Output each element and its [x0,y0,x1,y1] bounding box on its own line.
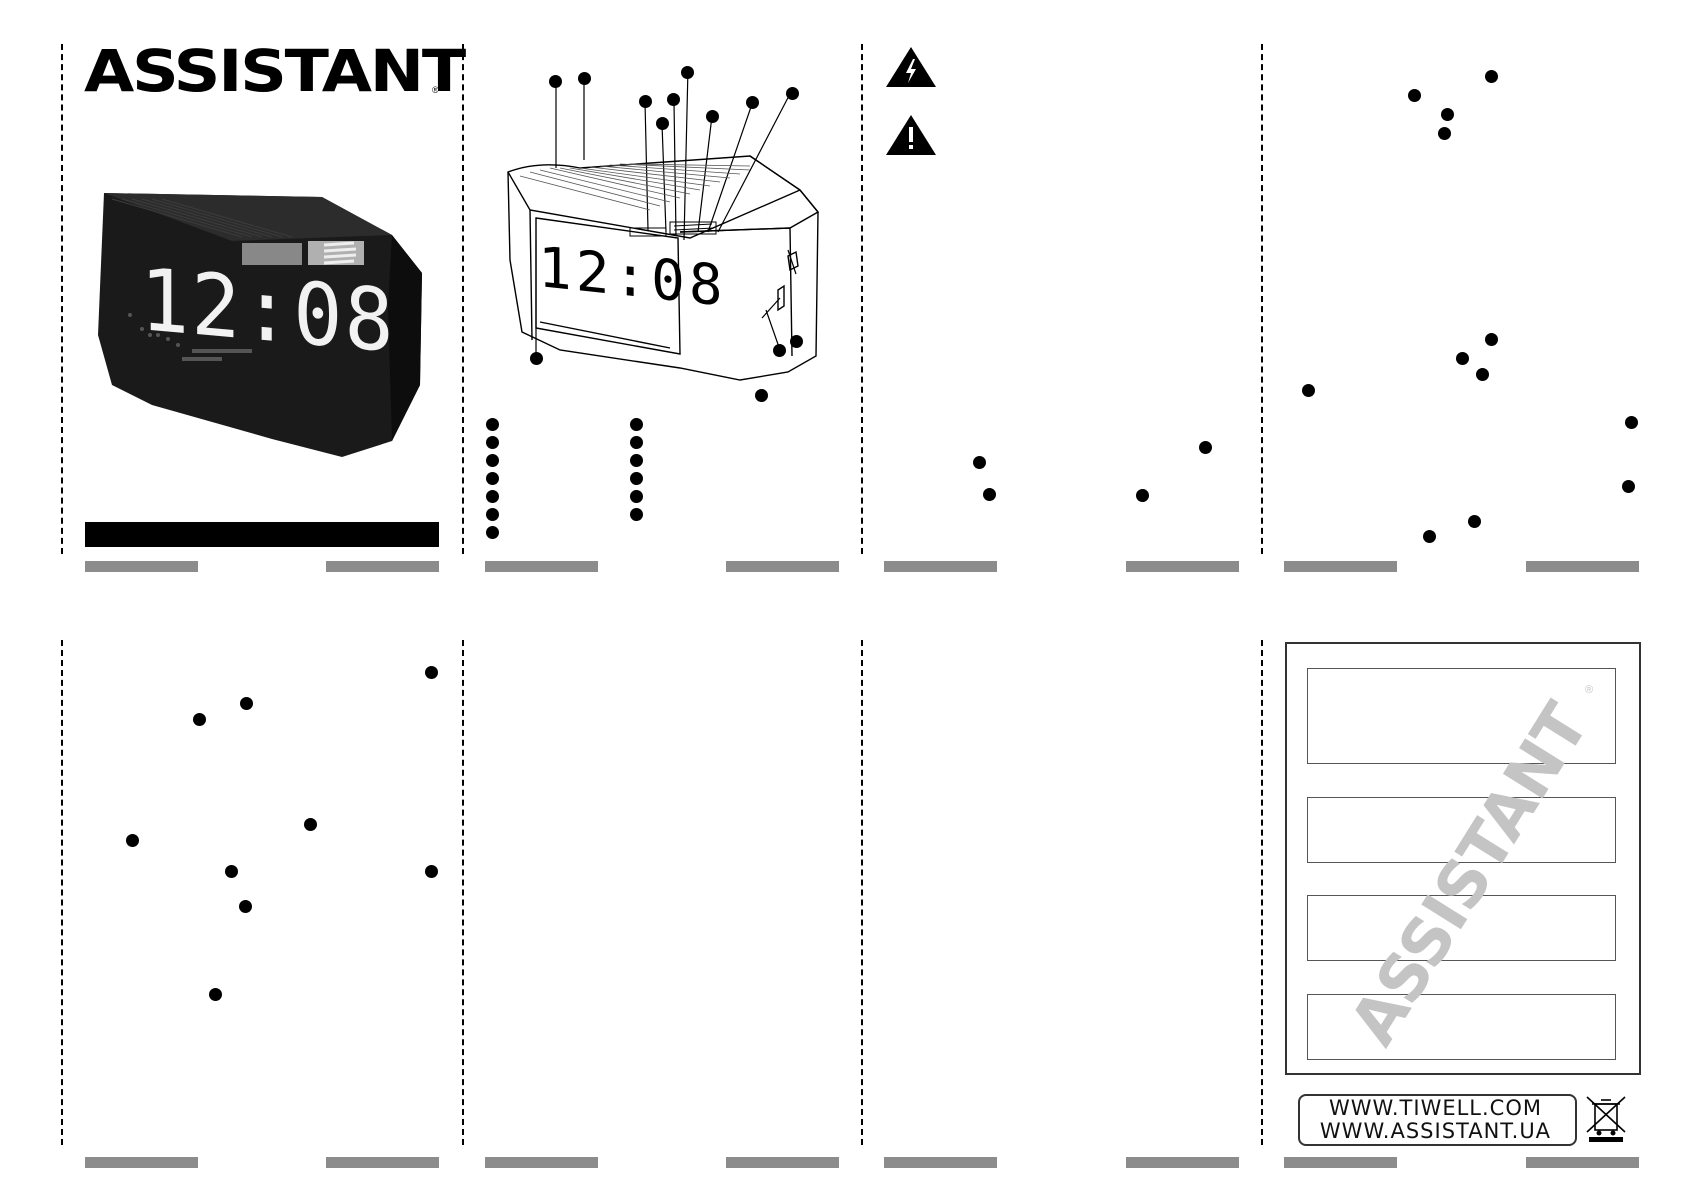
bullet-marker [239,900,252,913]
callout-marker [639,95,652,108]
page-bar [1126,561,1239,572]
page-bar [326,1157,439,1168]
callout-marker [773,344,786,357]
legend-marker [630,418,643,431]
callout-marker [746,96,759,109]
bullet-marker [126,834,139,847]
callout-marker [681,66,694,79]
legend-marker [486,436,499,449]
bullet-marker [240,697,253,710]
legend-marker [486,418,499,431]
bullet-marker [425,865,438,878]
callout-marker [755,389,768,402]
bullet-marker [1408,89,1421,102]
legend-marker [630,436,643,449]
warranty-field [1307,668,1616,764]
bullet-marker [983,488,996,501]
bullet-marker [304,818,317,831]
fold-line [462,640,464,1145]
bullet-marker [1468,515,1481,528]
page-bar [726,561,839,572]
page-bar [884,561,997,572]
bullet-marker [1302,384,1315,397]
recycle-bin-crossed-icon [1586,1096,1626,1142]
legend-marker [486,526,499,539]
callout-marker [667,93,680,106]
fold-line [1261,640,1263,1145]
legend-marker [630,472,643,485]
bullet-marker [1441,108,1454,121]
page-bar [1526,561,1639,572]
legend-marker [486,454,499,467]
bullet-marker [1199,441,1212,454]
bullet-marker [225,865,238,878]
page-bar [1284,1157,1397,1168]
callout-marker [549,75,562,88]
legend-marker [630,490,643,503]
page-bar [85,1157,198,1168]
callout-marker [790,335,803,348]
page-bar [1126,1157,1239,1168]
page-bar [726,1157,839,1168]
website-url: WWW.ASSISTANT.UA [1319,1119,1552,1143]
exclamation-warning-icon [886,115,936,155]
brand-logo: ASSISTANT [84,37,466,105]
fold-line [861,640,863,1145]
callout-marker [656,117,669,130]
page-bar [85,561,198,572]
warranty-field [1307,994,1616,1060]
bullet-marker [1136,489,1149,502]
callout-marker [578,72,591,85]
page-bar [884,1157,997,1168]
legend-marker [486,472,499,485]
page-bar [1526,1157,1639,1168]
callout-marker [530,352,543,365]
bullet-marker [193,713,206,726]
legend-marker [486,508,499,521]
bullet-marker [425,666,438,679]
bullet-marker [1485,333,1498,346]
clock-product-photo [98,193,422,457]
fold-line [462,44,464,554]
page-bar [485,1157,598,1168]
legend-marker [486,490,499,503]
bullet-marker [1456,352,1469,365]
bullet-marker [1438,127,1451,140]
watermark-reg-mark: ® [1585,684,1594,696]
bullet-marker [1625,416,1638,429]
callout-marker [786,87,799,100]
clock-diagram [507,67,820,381]
website-box [1298,1094,1577,1146]
cover-title-bar [85,522,439,547]
page-bar [1284,561,1397,572]
fold-line [61,640,63,1145]
lightning-warning-icon [886,47,936,87]
legend-marker [630,454,643,467]
bullet-marker [1622,480,1635,493]
warranty-card [1285,642,1641,1075]
website-url: WWW.TIWELL.COM [1329,1096,1542,1120]
bullet-marker [1476,368,1489,381]
bullet-marker [973,456,986,469]
page-bar [326,561,439,572]
legend-marker [630,508,643,521]
fold-line [861,44,863,554]
page-bar [485,561,598,572]
fold-line [1261,44,1263,554]
bullet-marker [1485,70,1498,83]
bullet-marker [1423,530,1436,543]
fold-line [61,44,63,554]
warranty-field [1307,797,1616,863]
warranty-field [1307,895,1616,961]
callout-marker [706,110,719,123]
bullet-marker [209,988,222,1001]
registered-mark: ® [432,85,439,95]
